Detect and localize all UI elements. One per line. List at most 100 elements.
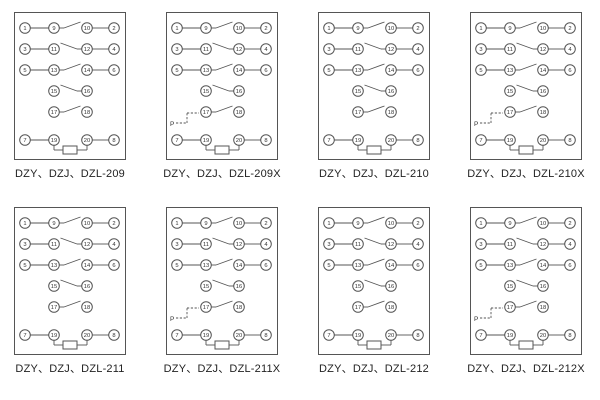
contact-blade bbox=[60, 84, 78, 92]
terminal-3: 3 bbox=[475, 43, 487, 55]
terminal-8: 8 bbox=[564, 134, 576, 146]
terminal-number: 6 bbox=[416, 68, 419, 74]
terminal-number: 8 bbox=[264, 333, 267, 339]
terminal-number: 18 bbox=[388, 110, 394, 116]
terminal-3: 3 bbox=[323, 238, 335, 250]
terminal-number: 9 bbox=[356, 26, 359, 32]
terminal-number: 12 bbox=[236, 47, 242, 53]
contact-blade bbox=[60, 279, 78, 287]
terminal-number: 2 bbox=[416, 221, 419, 227]
terminal-11: 11 bbox=[352, 43, 364, 55]
terminal-13: 13 bbox=[504, 64, 516, 76]
terminal-number: 13 bbox=[355, 263, 361, 269]
terminal-5: 5 bbox=[475, 259, 487, 271]
terminal-number: 14 bbox=[388, 68, 395, 74]
terminal-14: 14 bbox=[385, 64, 397, 76]
terminal-9: 9 bbox=[504, 22, 516, 34]
terminal-number: 3 bbox=[327, 47, 330, 53]
terminal-number: 19 bbox=[203, 333, 209, 339]
coil-symbol bbox=[214, 145, 230, 155]
terminal-1: 1 bbox=[171, 217, 183, 229]
terminal-number: 17 bbox=[203, 110, 209, 116]
terminal-17: 17 bbox=[504, 301, 516, 313]
terminal-number: 18 bbox=[236, 305, 242, 311]
contact-blade bbox=[215, 105, 233, 113]
terminal-12: 12 bbox=[537, 43, 549, 55]
terminal-6: 6 bbox=[108, 259, 120, 271]
terminal-10: 10 bbox=[81, 217, 93, 229]
contact-blade bbox=[367, 63, 385, 71]
terminal-number: 13 bbox=[203, 263, 209, 269]
terminal-15: 15 bbox=[352, 280, 364, 292]
terminal-number: 10 bbox=[84, 26, 90, 32]
terminal-4: 4 bbox=[260, 43, 272, 55]
terminal-12: 12 bbox=[385, 43, 397, 55]
contact-blade bbox=[364, 237, 382, 245]
terminal-11: 11 bbox=[200, 238, 212, 250]
contact-blade bbox=[364, 84, 382, 92]
contact-blade bbox=[212, 279, 230, 287]
terminal-18: 18 bbox=[81, 301, 93, 313]
terminal-number: 20 bbox=[84, 333, 90, 339]
contact-blade bbox=[63, 216, 81, 224]
terminal-number: 12 bbox=[540, 242, 546, 248]
terminal-7: 7 bbox=[19, 329, 31, 341]
contact-blade bbox=[367, 21, 385, 29]
terminal-20: 20 bbox=[385, 329, 397, 341]
contact-blade bbox=[519, 300, 537, 308]
terminal-number: 13 bbox=[203, 68, 209, 74]
terminal-19: 19 bbox=[352, 329, 364, 341]
terminal-number: 5 bbox=[479, 68, 482, 74]
terminal-19: 19 bbox=[48, 329, 60, 341]
terminal-2: 2 bbox=[412, 217, 424, 229]
terminal-number: 16 bbox=[388, 89, 394, 95]
terminal-17: 17 bbox=[504, 106, 516, 118]
terminal-number: 10 bbox=[388, 26, 394, 32]
terminal-number: 17 bbox=[507, 110, 513, 116]
terminal-number: 17 bbox=[355, 110, 361, 116]
terminal-13: 13 bbox=[48, 64, 60, 76]
terminal-9: 9 bbox=[48, 22, 60, 34]
contact-blade bbox=[215, 21, 233, 29]
terminal-number: 2 bbox=[416, 26, 419, 32]
terminal-5: 5 bbox=[171, 64, 183, 76]
terminal-number: 15 bbox=[51, 89, 57, 95]
terminal-15: 15 bbox=[48, 85, 60, 97]
terminal-number: 15 bbox=[203, 89, 209, 95]
terminal-7: 7 bbox=[171, 134, 183, 146]
terminal-number: 16 bbox=[236, 284, 242, 290]
terminal-3: 3 bbox=[171, 43, 183, 55]
terminal-number: 14 bbox=[84, 68, 91, 74]
terminal-number: 8 bbox=[416, 138, 419, 144]
terminal-19: 19 bbox=[48, 134, 60, 146]
terminal-number: 12 bbox=[388, 242, 394, 248]
terminal-number: 1 bbox=[175, 26, 178, 32]
terminal-8: 8 bbox=[412, 134, 424, 146]
coil-symbol bbox=[62, 340, 78, 350]
terminal-2: 2 bbox=[108, 22, 120, 34]
terminal-4: 4 bbox=[564, 238, 576, 250]
terminal-number: 9 bbox=[508, 26, 511, 32]
contact-blade bbox=[212, 84, 230, 92]
terminal-number: 15 bbox=[355, 284, 361, 290]
contact-blade bbox=[364, 279, 382, 287]
terminal-number: 8 bbox=[416, 333, 419, 339]
terminal-number: 7 bbox=[175, 138, 178, 144]
terminal-1: 1 bbox=[323, 22, 335, 34]
p-marker-label: P bbox=[170, 121, 174, 128]
coil-symbol bbox=[366, 340, 382, 350]
contact-blade bbox=[215, 300, 233, 308]
terminal-10: 10 bbox=[385, 22, 397, 34]
contact-blade bbox=[215, 63, 233, 71]
terminal-number: 8 bbox=[568, 333, 571, 339]
terminal-9: 9 bbox=[200, 217, 212, 229]
contact-blade bbox=[519, 258, 537, 266]
terminal-2: 2 bbox=[108, 217, 120, 229]
terminal-number: 9 bbox=[204, 221, 207, 227]
terminal-14: 14 bbox=[233, 259, 245, 271]
